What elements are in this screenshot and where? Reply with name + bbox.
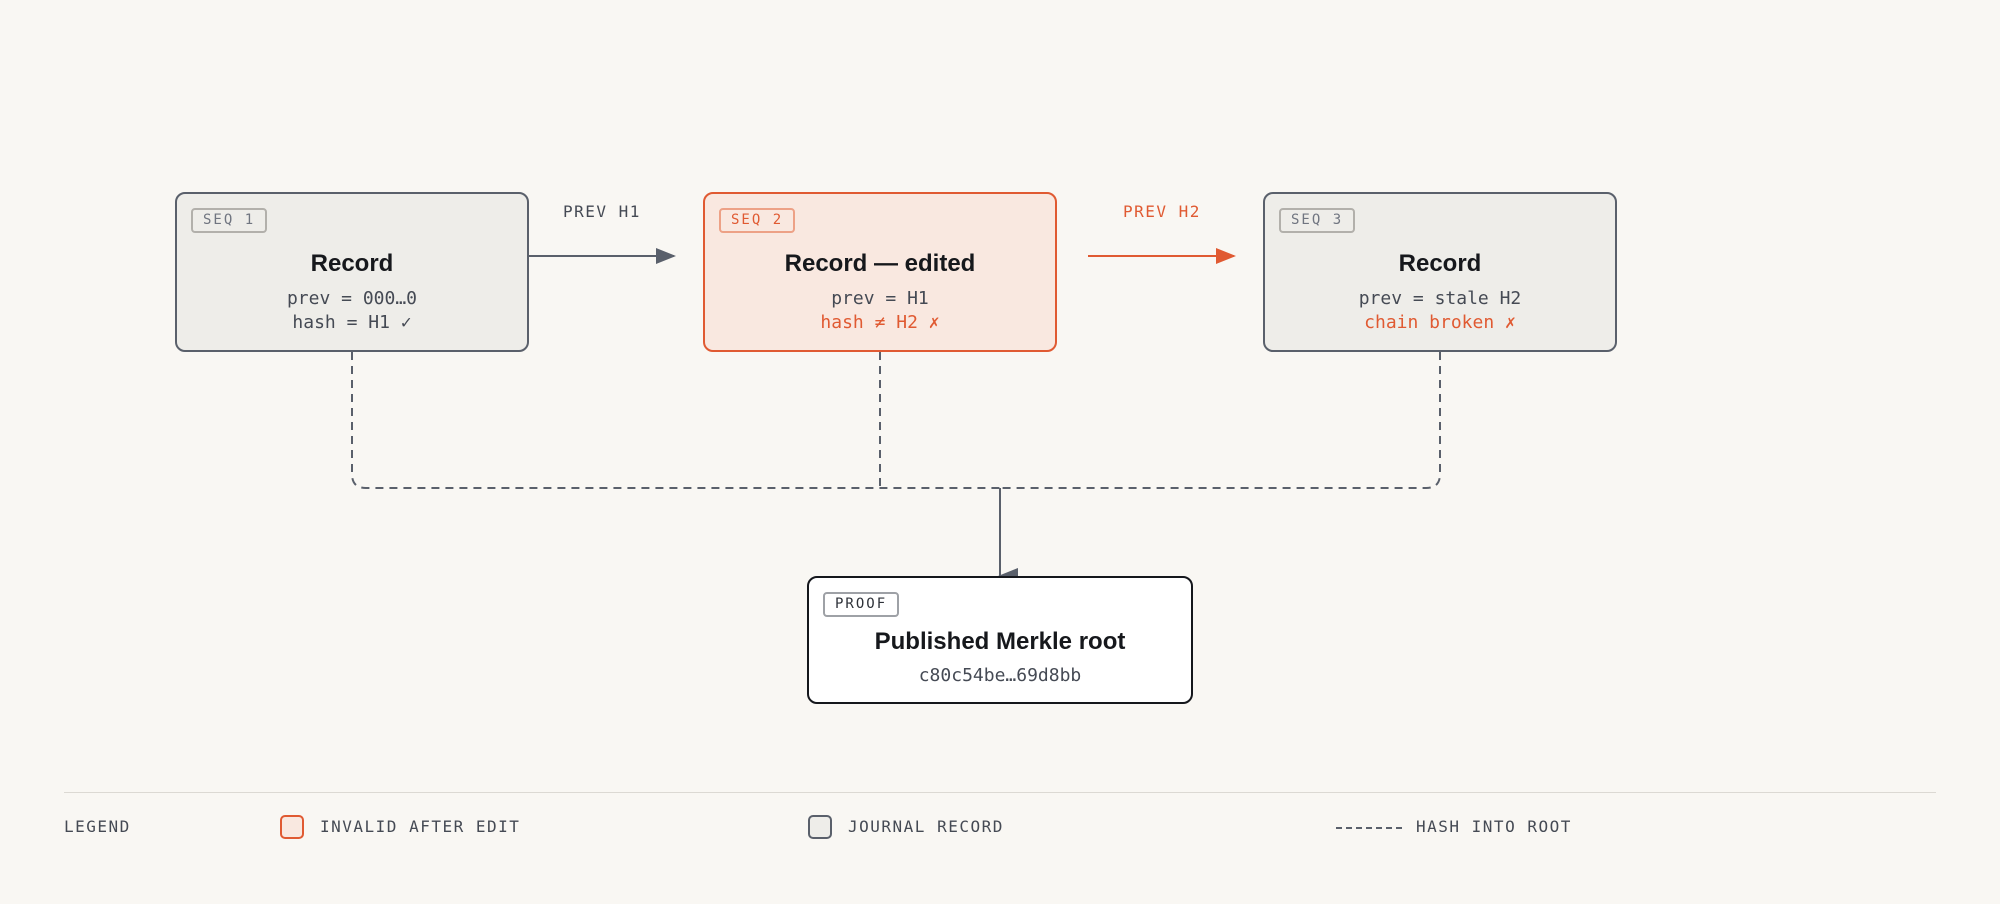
- legend-divider: [64, 792, 1936, 793]
- record-hash-line: hash = H1 ✓: [292, 312, 412, 333]
- record-seq-1: SEQ 1 Record prev = 000…0 hash = H1 ✓: [175, 192, 529, 352]
- seq-badge: SEQ 3: [1279, 208, 1356, 233]
- legend-hash-label: HASH INTO ROOT: [1416, 817, 1572, 836]
- legend-dash-swatch: [1336, 827, 1402, 829]
- legend-invalid-swatch: [280, 815, 304, 839]
- legend-invalid-label: INVALID AFTER EDIT: [320, 817, 521, 836]
- record-status-line: chain broken ✗: [1364, 312, 1516, 333]
- legend-title: LEGEND: [64, 817, 131, 836]
- edge-label-prev-h2: PREV H2: [1123, 202, 1201, 221]
- record-prev-line: prev = 000…0: [286, 288, 418, 309]
- record-seq-2: SEQ 2 Record — edited prev = H1 hash ≠ H…: [703, 192, 1057, 352]
- record-title: Record — edited: [784, 250, 976, 277]
- record-prev-line: prev = stale H2: [1358, 288, 1522, 309]
- legend-record-label: JOURNAL RECORD: [848, 817, 1004, 836]
- merkle-root-node: PROOF Published Merkle root c80c54be…69d…: [807, 576, 1193, 704]
- merkle-root-value: c80c54be…69d8bb: [918, 665, 1082, 686]
- edge-label-prev-h1: PREV H1: [563, 202, 641, 221]
- record-title: Record: [1398, 250, 1482, 277]
- record-hash-line: hash ≠ H2 ✗: [820, 312, 940, 333]
- seq-badge: SEQ 2: [719, 208, 796, 233]
- hash-line-seq-1: [351, 352, 1000, 489]
- hash-line-seq-3: [1000, 352, 1441, 489]
- seq-badge: SEQ 1: [191, 208, 268, 233]
- record-title: Record: [310, 250, 394, 277]
- legend-record-swatch: [808, 815, 832, 839]
- merkle-root-title: Published Merkle root: [874, 628, 1126, 655]
- record-prev-line: prev = H1: [831, 288, 929, 309]
- record-seq-3: SEQ 3 Record prev = stale H2 chain broke…: [1263, 192, 1617, 352]
- proof-badge: PROOF: [823, 592, 900, 617]
